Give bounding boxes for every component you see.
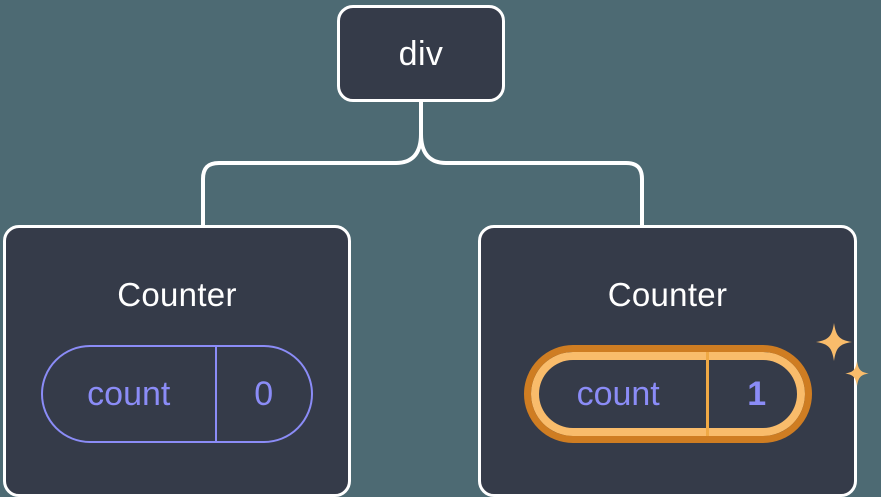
sparkle-group xyxy=(815,323,869,386)
node-counter-right-label: Counter xyxy=(607,276,728,313)
state-value-left: 0 xyxy=(214,347,311,441)
connector-split-left xyxy=(201,132,423,227)
node-div-label: div xyxy=(398,34,444,73)
state-value-right: 1 xyxy=(705,352,805,436)
state-pill-left[interactable]: count 0 xyxy=(41,345,313,443)
state-pill-wrapper-left: count 0 xyxy=(41,345,313,443)
sparkle-icon xyxy=(815,323,852,361)
node-div[interactable]: div xyxy=(337,5,505,102)
state-pill-wrapper-right: count 1 xyxy=(523,323,869,443)
node-counter-left[interactable]: Counter count 0 xyxy=(3,225,351,497)
state-key-left: count xyxy=(87,375,171,413)
state-key-right: count xyxy=(576,375,660,413)
state-pill-right[interactable]: count 1 xyxy=(523,345,812,443)
node-counter-left-label: Counter xyxy=(117,276,237,313)
sparkle-icon xyxy=(844,361,869,386)
node-counter-right[interactable]: Counter count 1 xyxy=(478,225,869,497)
connector-split-right xyxy=(419,132,644,227)
